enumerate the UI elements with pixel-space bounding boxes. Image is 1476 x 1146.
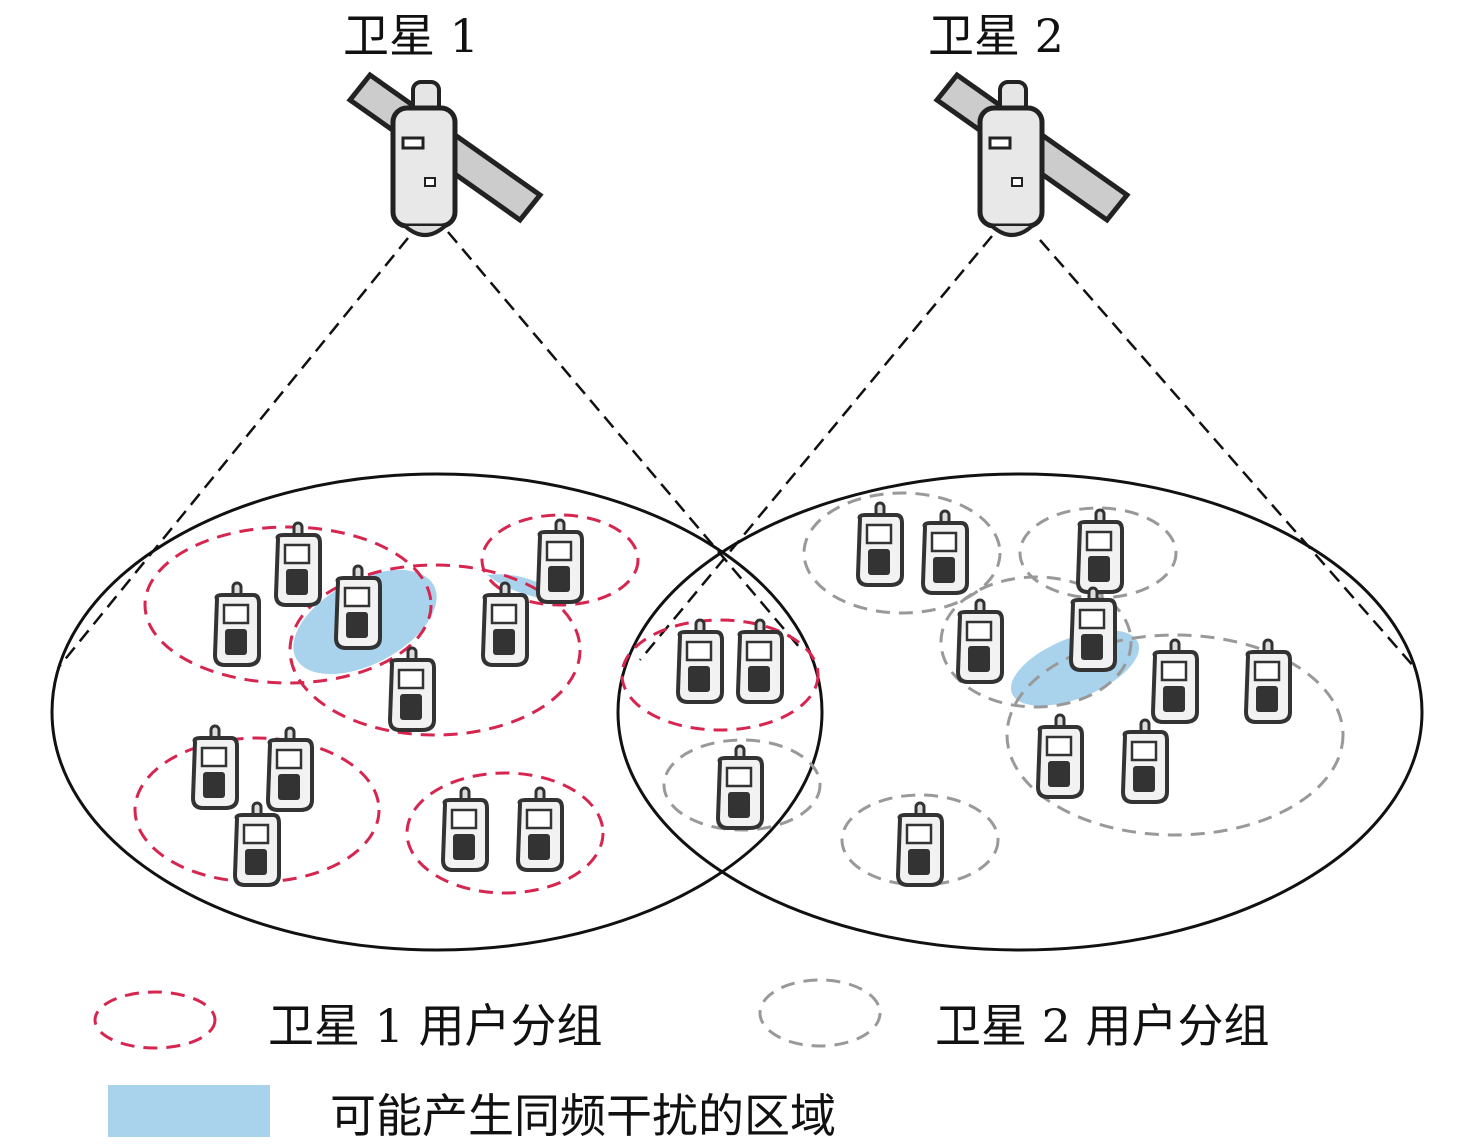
satellite-2-coverage <box>616 472 1424 952</box>
legend-interference-swatch <box>108 1085 270 1137</box>
phone-icon <box>856 501 904 587</box>
phone-icon <box>388 646 436 732</box>
legend-sat1-swatch <box>93 990 217 1050</box>
beam-lines <box>57 231 1416 669</box>
phone-icon <box>956 598 1004 684</box>
phone-icon <box>1076 508 1124 594</box>
satellite-2-label: 卫星 2 <box>928 9 1064 63</box>
phone-icon <box>1069 586 1117 672</box>
legend-sat1-label: 卫星 1 用户分组 <box>268 999 603 1053</box>
satellite-1-icon <box>350 75 540 235</box>
phone-icon <box>191 724 239 810</box>
phone-icon <box>536 518 584 604</box>
phone-icon <box>921 509 969 595</box>
legend-interference-label: 可能产生同频干扰的区域 <box>330 1089 836 1143</box>
phone-icon <box>441 786 489 872</box>
phone-icon <box>516 786 564 872</box>
phone-icon <box>481 581 529 667</box>
satellite-1-groups <box>133 513 820 895</box>
phone-icon <box>233 801 281 887</box>
user-terminals <box>191 501 1292 887</box>
phone-icon <box>274 521 322 607</box>
satellite-1-label: 卫星 1 <box>343 9 479 63</box>
phone-icon <box>1121 718 1169 804</box>
phone-icon <box>266 726 314 812</box>
phone-icon <box>896 801 944 887</box>
phone-icon <box>716 744 764 830</box>
phone-icon <box>736 618 784 704</box>
phone-icon <box>213 581 261 667</box>
phone-icon <box>1036 713 1084 799</box>
legend-sat2-label: 卫星 2 用户分组 <box>935 999 1270 1053</box>
satellite-2-icon <box>937 75 1127 235</box>
legend-sat2-swatch <box>758 978 882 1048</box>
satellite-1-coverage <box>50 472 824 952</box>
phone-icon <box>1244 638 1292 724</box>
phone-icon <box>334 564 382 650</box>
phone-icon <box>1151 638 1199 724</box>
phone-icon <box>676 618 724 704</box>
